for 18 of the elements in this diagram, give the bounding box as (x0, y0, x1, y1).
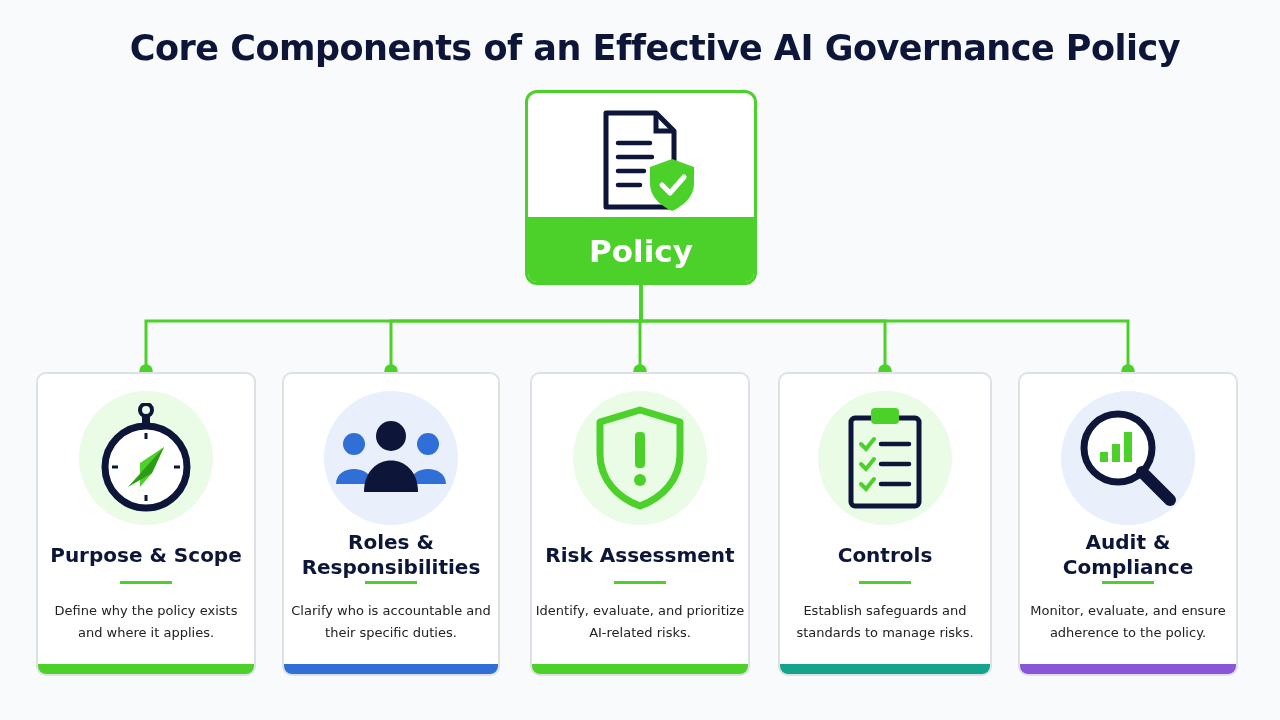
card-description: Establish safeguards and standards to manage risks. (795, 602, 975, 642)
card-heading: Risk Assessment (544, 541, 736, 569)
card-heading: Controls (836, 541, 934, 569)
card-heading: Roles & Responsibilities (300, 530, 482, 580)
component-card (530, 372, 750, 676)
card-heading: Audit & Compliance (1061, 530, 1195, 580)
policy-box (525, 90, 757, 285)
node-title: Policy (588, 233, 694, 269)
card-description: Monitor, evaluate, and ensure adherence to the policy. (1029, 602, 1227, 642)
component-card (778, 372, 992, 676)
card-description: Define why the policy exists and where it applies. (53, 602, 239, 642)
component-card (36, 372, 256, 676)
card-description: Clarify who is accountable and their specific duties. (290, 602, 492, 642)
component-card (282, 372, 500, 676)
card-heading: Purpose & Scope (49, 541, 243, 569)
component-card (1018, 372, 1238, 676)
title: Core Components of an Effective AI Governance Policy (128, 28, 1182, 68)
card-description: Identify, evaluate, and prioritize AI-related risks. (535, 602, 745, 642)
